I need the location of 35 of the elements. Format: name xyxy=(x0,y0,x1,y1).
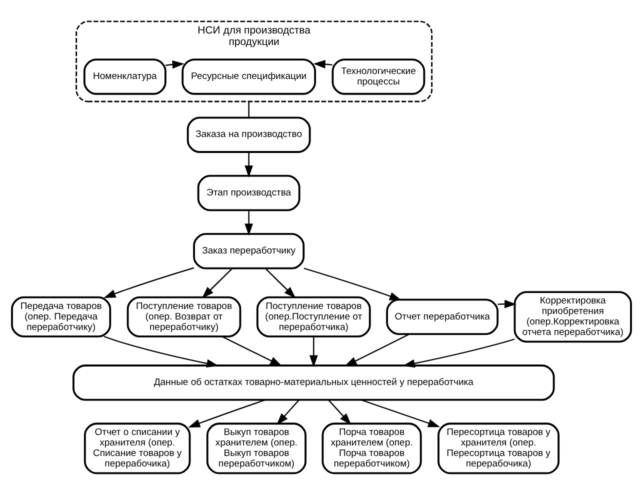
node-box: Пересортица товаров у хранителя (опер. Пересортица товаров у перерабочика) xyxy=(438,422,560,474)
node-box: Отчет о списании у хранителя (опер. Списание товаров у перерабочика) xyxy=(84,422,191,474)
node-box: Поступление товаров (опер.Поступление от переработчика) xyxy=(256,296,371,337)
arrow xyxy=(309,336,318,367)
node-box: Корректировка приобретения (опер.Корректировка отчета переработчика) xyxy=(514,290,632,342)
node-box: Этап производства xyxy=(197,174,300,211)
arrow xyxy=(104,335,219,368)
arrow xyxy=(360,398,440,427)
node-box: Заказа на производство xyxy=(186,116,311,152)
arrow xyxy=(265,268,296,298)
arrow xyxy=(244,210,254,236)
node-box: Данные об остатках товарно-материальных ценностей у переработчика xyxy=(72,364,555,400)
node-box: Заказ переработчику xyxy=(193,232,305,269)
arrow xyxy=(276,399,300,424)
arrow xyxy=(328,399,352,424)
arrow xyxy=(188,398,266,427)
node-box: Выкуп товаров хранителем (опер. Выкуп товаров переработчиком) xyxy=(206,422,306,474)
arrow xyxy=(202,268,233,298)
node-box: Технологические процессы xyxy=(332,58,426,94)
node-box: Поступление товаров (опер. Возврат от переработчику) xyxy=(126,296,242,337)
connector xyxy=(248,101,250,117)
node-box: Номенклатура xyxy=(83,58,166,94)
node-box: Ресурсные спецификации xyxy=(182,58,316,94)
node-box: Передача товаров (опер. Передача переработчику) xyxy=(11,296,112,337)
arrow xyxy=(344,333,410,366)
arrow xyxy=(244,152,254,177)
arrow xyxy=(402,338,515,368)
arrow xyxy=(498,299,517,308)
node-box: Отчет переработчика xyxy=(386,298,499,334)
arrow xyxy=(304,267,402,300)
node-box: Порча товаров хранителем (опер. Порча товаров переработчиком) xyxy=(322,422,422,474)
arrow xyxy=(166,60,184,68)
arrow xyxy=(313,60,333,68)
arrow xyxy=(104,266,194,298)
arrow xyxy=(222,335,282,366)
